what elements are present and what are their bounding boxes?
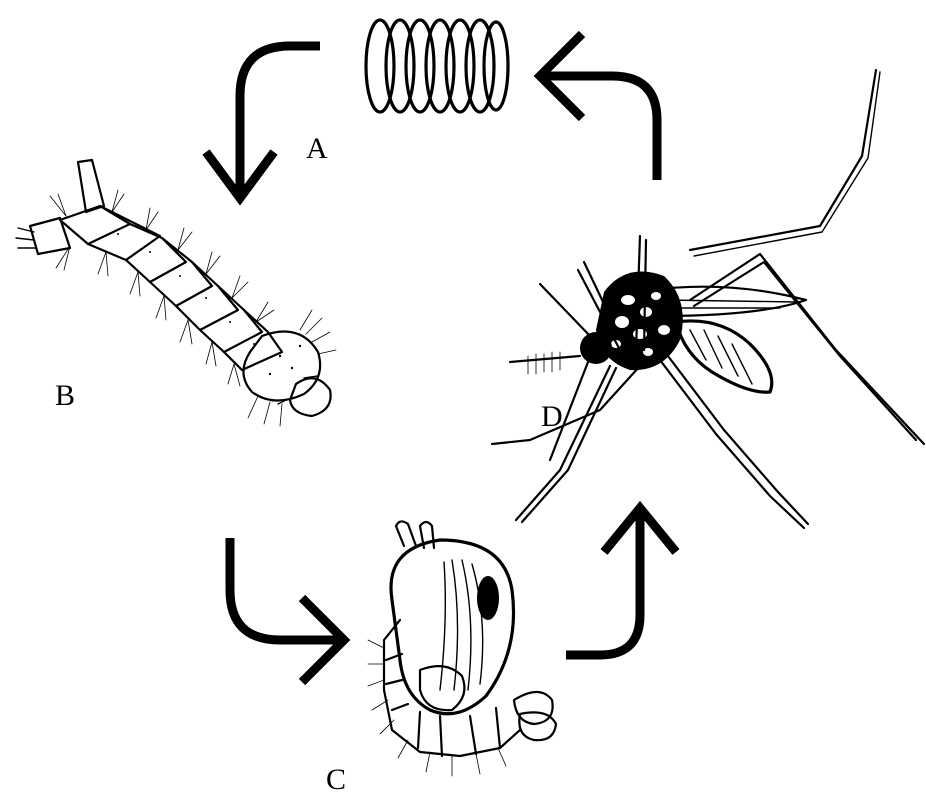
label-adult-stage: D: [541, 402, 563, 432]
arrow-a-to-b: [206, 46, 320, 198]
egg-raft-illustration: [366, 20, 508, 112]
pupa-illustration: [368, 521, 556, 776]
label-pupa-stage: C: [326, 765, 346, 795]
arrow-b-to-c: [230, 538, 344, 682]
label-egg-stage: A: [306, 134, 328, 164]
label-larva-stage: B: [55, 381, 75, 411]
adult-mosquito-illustration: [492, 70, 924, 528]
arrow-c-to-d: [566, 508, 676, 655]
arrow-d-to-a: [540, 34, 657, 180]
